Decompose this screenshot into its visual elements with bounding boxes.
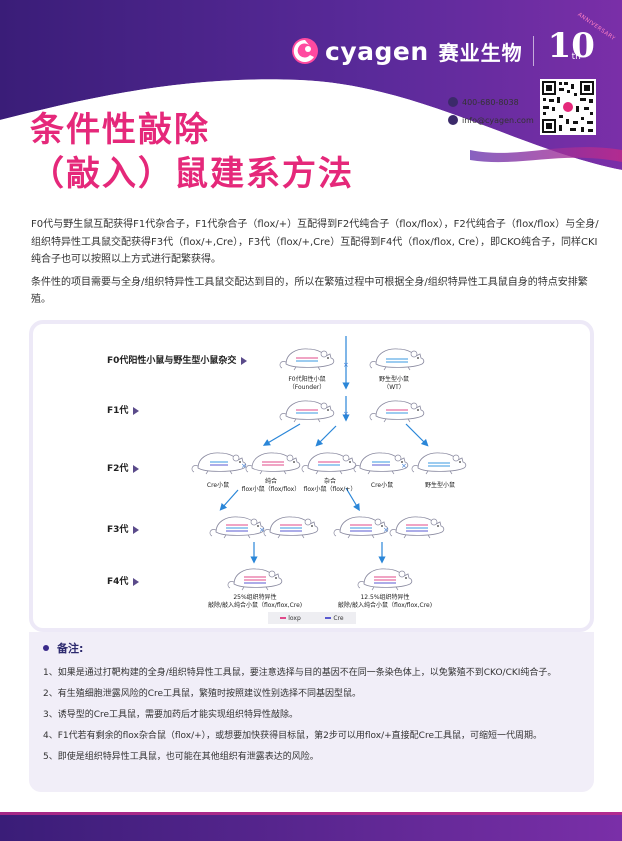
legend-cre: Cre bbox=[325, 615, 344, 622]
title-line-1: 条件性敲除 bbox=[30, 110, 210, 150]
gen-label-f3: F3代 bbox=[107, 522, 140, 535]
footer-band bbox=[0, 812, 622, 841]
cross-symbol: × bbox=[383, 526, 389, 534]
brand-word: cyagen bbox=[325, 36, 429, 66]
gen-arrow-icon bbox=[133, 577, 140, 586]
caption-f4-right: 12.5%组织特异性敲除/敲入纯合小鼠（flox/flox,Cre) bbox=[337, 594, 433, 609]
cre-swatch-icon bbox=[325, 617, 332, 619]
breeding-diagram-panel bbox=[29, 320, 594, 632]
header-background bbox=[0, 0, 622, 178]
contact-info: 400-680-8038 info@cyagen.com bbox=[448, 93, 534, 129]
gen-arrow-icon bbox=[133, 464, 140, 473]
diagram-legend: loxp Cre bbox=[268, 612, 356, 624]
caption-wild-type-f2: 野生型小鼠 bbox=[424, 482, 455, 489]
gen-label-f1: F1代 bbox=[107, 403, 140, 416]
note-item: 1、如果是通过打靶构建的全身/组织特异性工具鼠，要注意选择与目的基因不在同一条染… bbox=[43, 668, 557, 678]
email-row: info@cyagen.com bbox=[448, 111, 534, 129]
caption-cre-mouse: Cre小鼠 bbox=[206, 482, 230, 489]
cyagen-logo-icon bbox=[292, 38, 318, 64]
page-title: 条件性敲除 （敲入）鼠建系方法 bbox=[30, 108, 354, 196]
loxp-swatch-icon bbox=[280, 617, 287, 619]
qr-code-icon bbox=[540, 79, 596, 135]
intro-text: F0代与野生鼠互配获得F1代杂合子，F1代杂合子（flox/+）互配得到F2代纯… bbox=[31, 216, 601, 314]
cross-symbol: × bbox=[343, 410, 349, 418]
cross-symbol: × bbox=[343, 361, 349, 369]
phone-number[interactable]: 400-680-8038 bbox=[462, 97, 519, 107]
cross-symbol: × bbox=[401, 462, 407, 470]
email-address[interactable]: info@cyagen.com bbox=[462, 115, 534, 125]
caption-f4-left: 25%组织特异性敲除/敲入纯合小鼠（flox/flox,Cre) bbox=[208, 594, 303, 609]
gen-label-f4: F4代 bbox=[107, 574, 140, 587]
legend-loxp: loxp bbox=[280, 615, 301, 622]
brand-logo: cyagen 赛业生物 10 th ANNIVERSARY bbox=[290, 12, 616, 72]
caption-founder: F0代阳性小鼠（Founder） bbox=[288, 376, 326, 391]
intro-paragraph-1: F0代与野生鼠互配获得F1代杂合子，F1代杂合子（flox/+）互配得到F2代纯… bbox=[31, 219, 599, 265]
title-line-2: （敲入）鼠建系方法 bbox=[30, 154, 354, 194]
caption-wild-type: 野生型小鼠（WT） bbox=[378, 376, 409, 391]
caption-cre-mouse-2: Cre小鼠 bbox=[370, 482, 394, 489]
note-item: 4、F1代若有剩余的flox杂合鼠（flox/+），或想要加快获得目标鼠，第2步… bbox=[43, 731, 543, 741]
phone-row: 400-680-8038 bbox=[448, 93, 534, 111]
anniversary-suffix: th bbox=[571, 52, 581, 62]
phone-icon bbox=[448, 97, 458, 107]
intro-paragraph-2: 条件性的项目需要与全身/组织特异性工具鼠交配达到目的，所以在繁殖过程中可根据全身… bbox=[31, 276, 588, 306]
cross-symbol: × bbox=[259, 526, 265, 534]
note-item: 2、有生殖细胞泄露风险的Cre工具鼠，繁殖时按照建议性别选择不同基因型鼠。 bbox=[43, 689, 362, 699]
cross-symbol: × bbox=[241, 462, 247, 470]
anniversary-number: 10 bbox=[547, 26, 595, 66]
notes-title: 备注: bbox=[43, 640, 580, 656]
email-icon bbox=[448, 115, 458, 125]
header-banner: cyagen 赛业生物 10 th ANNIVERSARY 条件性敲除 （敲入）… bbox=[0, 0, 622, 200]
gen-arrow-icon bbox=[133, 406, 140, 415]
logo-divider bbox=[532, 36, 534, 66]
gen-arrow-icon bbox=[241, 356, 248, 365]
anniversary-badge: 10 th ANNIVERSARY bbox=[544, 12, 616, 72]
gen-arrow-icon bbox=[133, 525, 140, 534]
note-item: 3、诱导型的Cre工具鼠，需要加药后才能实现组织特异性敲除。 bbox=[43, 710, 299, 720]
gen-label-f2: F2代 bbox=[107, 461, 140, 474]
gen-label-f0: F0代阳性小鼠与野生型小鼠杂交 bbox=[107, 353, 248, 366]
bullet-dot-icon bbox=[43, 645, 49, 651]
note-item: 5、即使是组织特异性工具鼠，也可能在其他组织有泄露表达的风险。 bbox=[43, 752, 319, 762]
notes-section: 备注: 1、如果是通过打靶构建的全身/组织特异性工具鼠，要注意选择与目的基因不在… bbox=[29, 632, 594, 792]
brand-cn: 赛业生物 bbox=[438, 40, 523, 65]
